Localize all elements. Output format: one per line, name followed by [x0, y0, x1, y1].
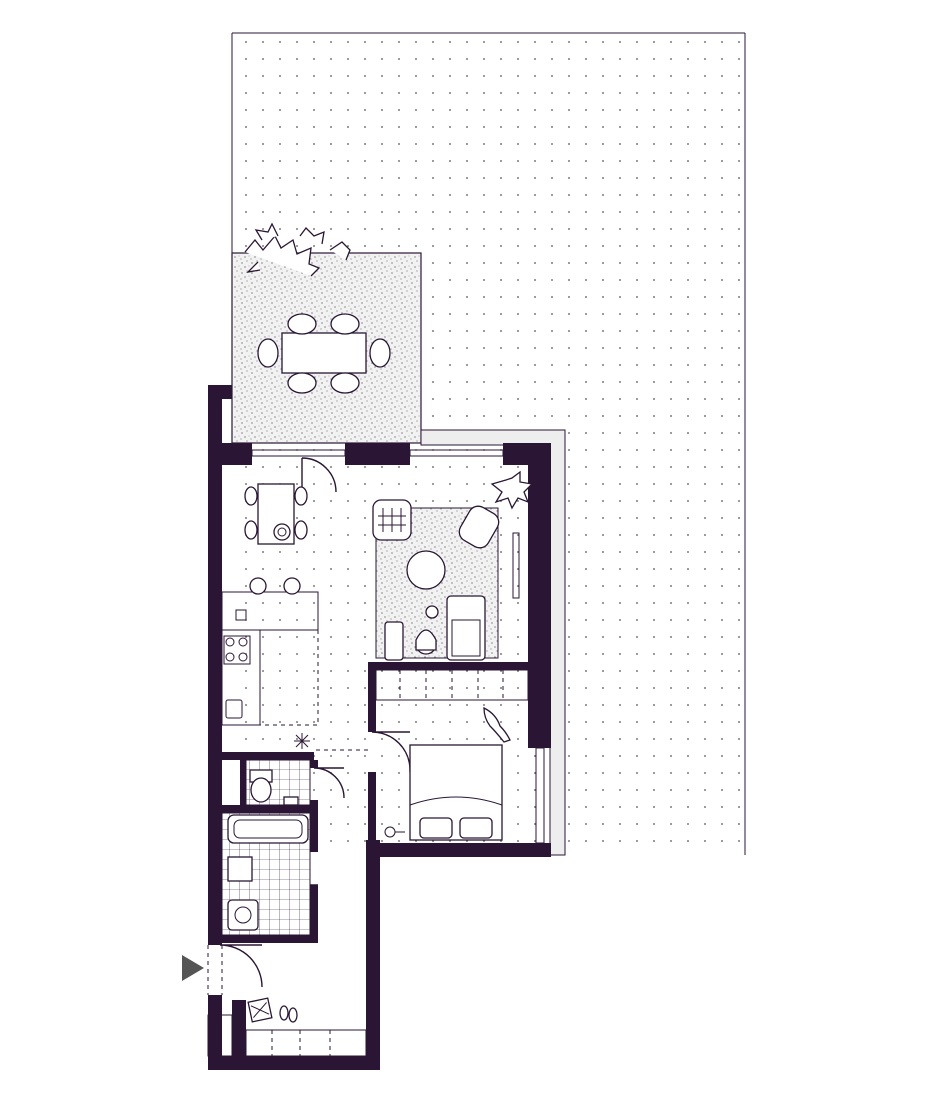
slippers-icon: [279, 1005, 298, 1023]
dining-table: [244, 483, 308, 545]
bedroom: [375, 669, 529, 841]
star-light-icon: [294, 733, 310, 749]
plant-icon: [490, 470, 534, 510]
plant-icon: [244, 222, 351, 277]
kitchen: [221, 577, 319, 726]
entrance-arrow-icon[interactable]: [182, 955, 204, 981]
wc: [245, 759, 311, 806]
windows: [251, 449, 545, 844]
cat-icon: [483, 706, 511, 743]
hall: [207, 1014, 367, 1057]
doors: [207, 457, 411, 995]
walls: [208, 385, 551, 1070]
patio: [231, 222, 422, 444]
living-room: [372, 499, 500, 661]
bathroom: [221, 812, 311, 936]
doormat-icon: [247, 997, 273, 1023]
patio-table: [257, 313, 391, 394]
